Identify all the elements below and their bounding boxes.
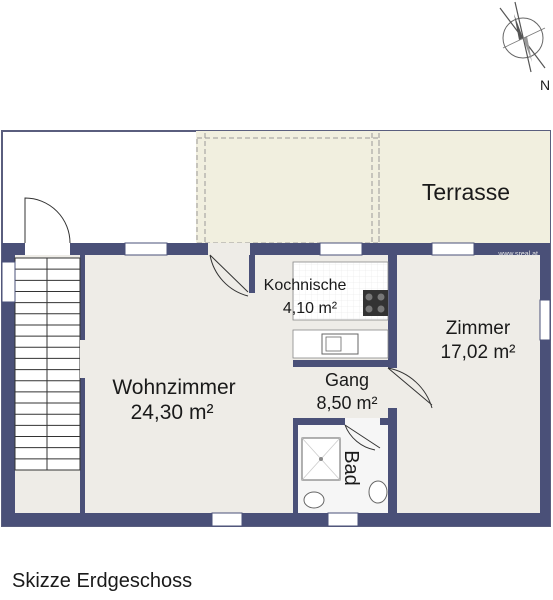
room-area-wohnzimmer: 24,30 m² <box>131 401 214 424</box>
room-label-bad: Bad <box>340 450 362 486</box>
plan-caption: Skizze Erdgeschoss <box>12 570 193 592</box>
stove-icon <box>363 290 388 316</box>
north-label: N <box>540 77 550 93</box>
sink-icon <box>321 333 359 355</box>
room-label-terrasse: Terrasse <box>422 179 510 205</box>
room-area-zimmer: 17,02 m² <box>441 342 516 363</box>
door-swings <box>24 197 433 451</box>
watermark: www.sreal.at <box>497 251 538 258</box>
washbasin-icon <box>368 480 388 504</box>
room-label-zimmer: Zimmer <box>446 318 511 339</box>
toilet-icon <box>303 491 325 509</box>
windows <box>1 242 551 527</box>
room-label-wohnzimmer: Wohnzimmer <box>112 376 235 399</box>
compass-icon <box>499 1 546 73</box>
room-area-gang: 8,50 m² <box>316 393 377 413</box>
zimmer-floor <box>397 255 540 513</box>
room-label-gang: Gang <box>325 370 369 390</box>
room-label-kochnische: Kochnische <box>264 277 347 294</box>
room-area-kochnische: 4,10 m² <box>283 300 338 317</box>
staircase <box>14 257 81 471</box>
terrace-area <box>196 131 550 243</box>
